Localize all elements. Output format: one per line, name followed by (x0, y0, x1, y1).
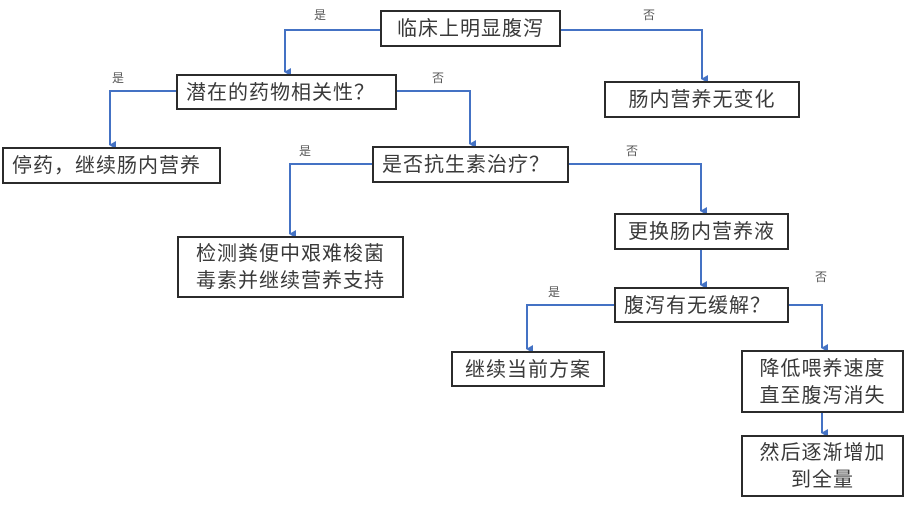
node-text: 更换肠内营养液 (628, 219, 775, 243)
node-text: 是否抗生素治疗？ (382, 152, 550, 176)
node-text-line-2: 直至腹泻消失 (759, 382, 886, 407)
node-text-line-2: 毒素并继续营养支持 (196, 268, 385, 292)
edge-label-no: 否 (626, 144, 639, 158)
node-continue-current-plan: 继续当前方案 (451, 351, 605, 387)
node-text: 腹泻有无缓解？ (624, 292, 771, 317)
node-text-line-1: 然后逐渐增加 (759, 440, 886, 464)
node-clinical-diarrhea: 临床上明显腹泻 (380, 10, 561, 47)
node-stop-drug-continue-nutrition: 停药，继续肠内营养 (2, 147, 221, 184)
node-text-line-1: 降低喂养速度 (759, 355, 886, 380)
node-text: 潜在的药物相关性？ (186, 79, 375, 104)
edge-drug-to-antibiotic (397, 90, 476, 148)
edge-root-to-nochange (561, 29, 708, 83)
edge-label-no: 否 (432, 71, 445, 85)
edge-label-yes: 是 (112, 71, 125, 85)
node-gradually-increase: 然后逐渐增加 到全量 (741, 435, 904, 497)
edge-label-no: 否 (643, 8, 656, 22)
edge-label-yes: 是 (299, 144, 312, 158)
node-cdiff-toxin-test: 检测粪便中艰难梭菌 毒素并继续营养支持 (177, 236, 404, 298)
edge-label-no: 否 (815, 270, 828, 284)
node-reduce-feeding-rate: 降低喂养速度 直至腹泻消失 (741, 350, 904, 413)
edge-drug-to-stopdrug (109, 90, 176, 149)
node-text: 肠内营养无变化 (628, 87, 776, 111)
node-relief-question: 腹泻有无缓解？ (614, 287, 789, 323)
edge-root-to-drug (284, 29, 380, 76)
edge-antibiotic-to-cdiff (289, 163, 372, 238)
edge-label-yes: 是 (548, 285, 561, 299)
edge-relief-to-continue (526, 304, 614, 353)
node-text: 继续当前方案 (465, 356, 591, 381)
node-change-formula: 更换肠内营养液 (614, 213, 789, 250)
node-text: 临床上明显腹泻 (397, 16, 544, 40)
node-drug-related-question: 潜在的药物相关性？ (176, 74, 397, 110)
node-text-line-1: 检测粪便中艰难梭菌 (196, 241, 385, 265)
edge-antibiotic-to-change (569, 163, 707, 215)
node-antibiotic-question: 是否抗生素治疗？ (372, 146, 569, 183)
edge-relief-to-reduce (789, 304, 828, 352)
node-no-change-enteral-nutrition: 肠内营养无变化 (604, 81, 800, 118)
node-text-line-2: 到全量 (791, 467, 854, 491)
edge-label-yes: 是 (314, 8, 327, 22)
node-text: 停药，继续肠内营养 (12, 153, 201, 177)
